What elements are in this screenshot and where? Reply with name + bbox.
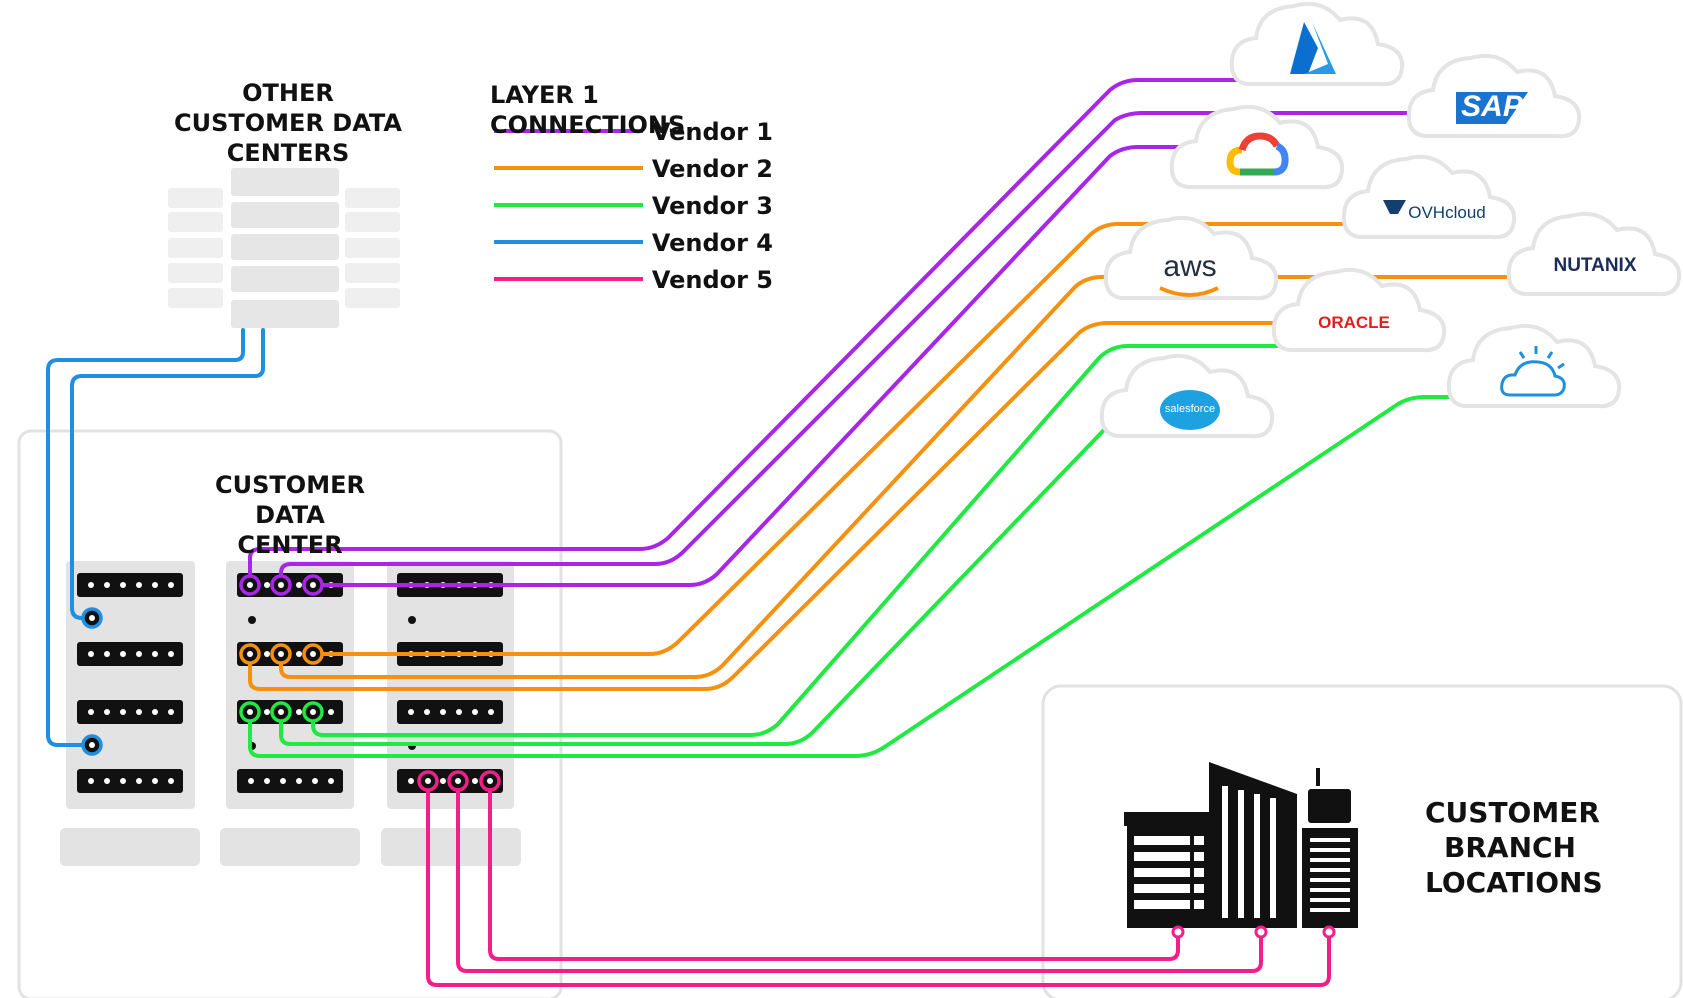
vendor2-line-ovh (311, 222, 1347, 656)
vendor2-line-oracle (248, 321, 1287, 691)
other-data-centers-title: OTHER CUSTOMER DATA CENTERS (174, 79, 402, 167)
patch-panel-11 (397, 700, 503, 724)
sap-label: SAP (1461, 90, 1523, 123)
patch-panel-4 (77, 769, 183, 793)
patch-panel-2 (77, 642, 183, 666)
cloud-providers (1099, 1, 1682, 439)
oracle-cloud (1271, 267, 1447, 353)
nutanix-cloud (1506, 211, 1682, 297)
patch-panel-1 (77, 573, 183, 597)
ovhcloud-icon (1383, 200, 1406, 214)
legend-label-vendor-3: Vendor 3 (651, 192, 773, 220)
branch-locations-title: CUSTOMER BRANCH LOCATIONS (1425, 796, 1603, 899)
branch-locations-box (1041, 684, 1683, 998)
vendor3-line-ibm (248, 395, 1452, 758)
port-vendor5-2 (447, 770, 469, 792)
ovhcloud-label: OVHcloud (1408, 203, 1486, 222)
customer-data-center-box (17, 429, 563, 998)
azure-cloud (1229, 1, 1405, 87)
patch-panel-3 (77, 700, 183, 724)
port-vendor1-2 (270, 574, 292, 596)
port-vendor2-1 (239, 643, 261, 665)
port-vendor3-1 (239, 701, 261, 723)
vendor5-line-1 (488, 779, 1180, 961)
vendor1-line-google (311, 145, 1182, 587)
azure-icon (1290, 22, 1318, 74)
vendor5-line-3 (426, 779, 1331, 987)
legend-label-vendor-1: Vendor 1 (651, 118, 773, 146)
vendor3-line-salesforce (279, 428, 1106, 746)
vendor2-line-nutanix (279, 275, 1514, 679)
vendor4-line-1 (46, 328, 245, 747)
nutanix-label: NUTANIX (1553, 255, 1637, 276)
sap-icon (1456, 92, 1528, 124)
legend-swatches (494, 129, 643, 281)
legend-label-vendor-2: Vendor 2 (651, 155, 773, 183)
salesforce-cloud (1099, 353, 1275, 439)
port-vendor3-3 (302, 701, 324, 723)
port-vendor3-2 (270, 701, 292, 723)
ovhcloud-cloud (1341, 154, 1517, 240)
ibm-cloud-icon (1500, 346, 1566, 397)
legend-label-vendor-5: Vendor 5 (651, 266, 773, 294)
vendor3-line-oracle (311, 344, 1282, 737)
rack-base-2 (220, 828, 360, 866)
port-vendor4-2 (81, 734, 103, 756)
oracle-label: ORACLE (1318, 313, 1390, 332)
ibm-cloud-cloud (1446, 323, 1622, 409)
customer-data-center-title: CUSTOMER DATA CENTER (215, 471, 365, 559)
connection-lines (46, 78, 1514, 987)
vendor4-line-2 (70, 328, 265, 620)
other-data-center-icon (168, 168, 400, 328)
aws-icon (1159, 286, 1219, 297)
google-cloud-icon (1226, 132, 1289, 176)
salesforce-label: salesforce (1164, 403, 1216, 415)
legend-title: LAYER 1 CONNECTIONS (490, 81, 686, 139)
vendor1-line-azure (248, 78, 1242, 587)
port-vendor5-1 (417, 770, 439, 792)
legend-label-vendor-4: Vendor 4 (651, 229, 773, 257)
server-rack-2 (226, 561, 354, 809)
vendor5-line-2 (456, 779, 1263, 973)
port-vendor1-1 (239, 574, 261, 596)
rack-base-3 (381, 828, 521, 866)
aws-cloud (1103, 215, 1279, 301)
salesforce-icon (1160, 390, 1220, 430)
port-vendor2-2 (270, 643, 292, 665)
google-cloud-cloud (1169, 104, 1345, 190)
aws-label: aws (1163, 250, 1217, 283)
rack-base-1 (60, 828, 200, 866)
port-vendor5-3 (479, 770, 501, 792)
sap-cloud (1406, 53, 1582, 139)
connection-ports (81, 574, 501, 792)
patch-panel-8 (237, 769, 343, 793)
server-rack-3 (387, 561, 514, 809)
branch-ports (1171, 925, 1336, 939)
rack-dot-2 (408, 616, 416, 624)
port-vendor1-3 (302, 574, 324, 596)
vendor1-line-sap (279, 111, 1412, 587)
port-vendor4-1 (81, 607, 103, 629)
port-vendor2-3 (302, 643, 324, 665)
rack-dot-1 (248, 616, 256, 624)
branch-buildings-icon (1124, 762, 1358, 928)
